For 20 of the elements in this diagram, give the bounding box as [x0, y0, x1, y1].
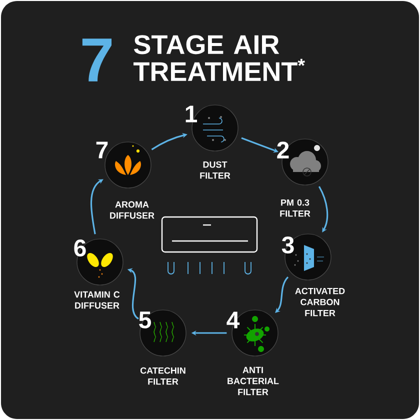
big-number: 7 [82, 38, 112, 82]
step-number: 7 [96, 142, 108, 158]
step-number: 5 [139, 312, 151, 328]
icon-circle [140, 310, 186, 356]
step-label: AROMA DIFFUSER [110, 201, 154, 219]
arrow [275, 276, 289, 313]
arrow [90, 179, 104, 234]
step-label: CATECHIN FILTER [140, 367, 186, 385]
step-number: 3 [282, 236, 294, 254]
step-number: 1 [186, 106, 197, 122]
title: STAGE AIR TREATMENT$^{*}$ [134, 35, 306, 81]
step-label: PM 0.3 FILTER [280, 199, 310, 217]
step-label: VITAMIN C DIFFUSER [74, 291, 120, 309]
step-label: ACTIVATED CARBON FILTER [295, 288, 345, 316]
arrow [318, 186, 328, 232]
step-label: ANTI BACTERIAL FILTER [228, 366, 279, 396]
step-number: 4 [226, 312, 240, 328]
step-label: DUST FILTER [200, 161, 230, 179]
step-number: 6 [74, 240, 86, 256]
step-number: 2 [277, 142, 289, 158]
